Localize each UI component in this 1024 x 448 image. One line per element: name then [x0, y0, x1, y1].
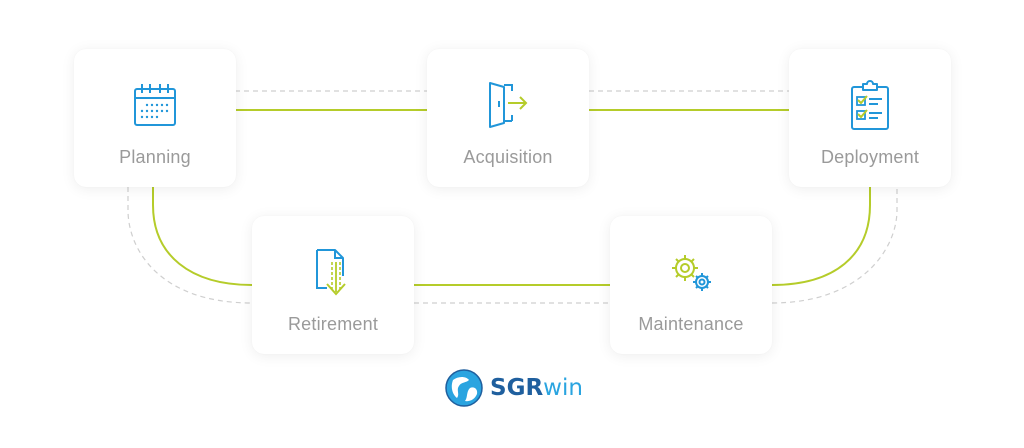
stage-label-retirement: Retirement — [287, 314, 379, 334]
gears-icon — [663, 244, 719, 300]
dashed-guide-loop — [127, 187, 898, 304]
stage-card-retirement[interactable]: Retirement — [252, 216, 414, 354]
logo-text-bold: SGR — [490, 375, 544, 401]
document-download-icon — [305, 244, 361, 300]
clipboard-checklist-icon — [842, 77, 898, 133]
stage-label-planning: Planning — [119, 147, 191, 167]
sgrwin-logo[interactable]: SGRwin — [444, 368, 583, 408]
logo-wordmark: SGRwin — [490, 368, 583, 408]
globe-logo-icon — [444, 368, 484, 408]
calendar-icon — [127, 77, 183, 133]
stage-label-maintenance: Maintenance — [638, 314, 744, 334]
door-exit-icon — [480, 77, 536, 133]
stage-card-deployment[interactable]: Deployment — [789, 49, 951, 187]
stage-label-deployment: Deployment — [820, 147, 920, 167]
green-path-loop — [152, 187, 871, 286]
stage-card-acquisition[interactable]: Acquisition — [427, 49, 589, 187]
logo-text-light: win — [543, 375, 583, 401]
stage-card-planning[interactable]: Planning — [74, 49, 236, 187]
stage-label-acquisition: Acquisition — [463, 147, 553, 167]
stage-card-maintenance[interactable]: Maintenance — [610, 216, 772, 354]
